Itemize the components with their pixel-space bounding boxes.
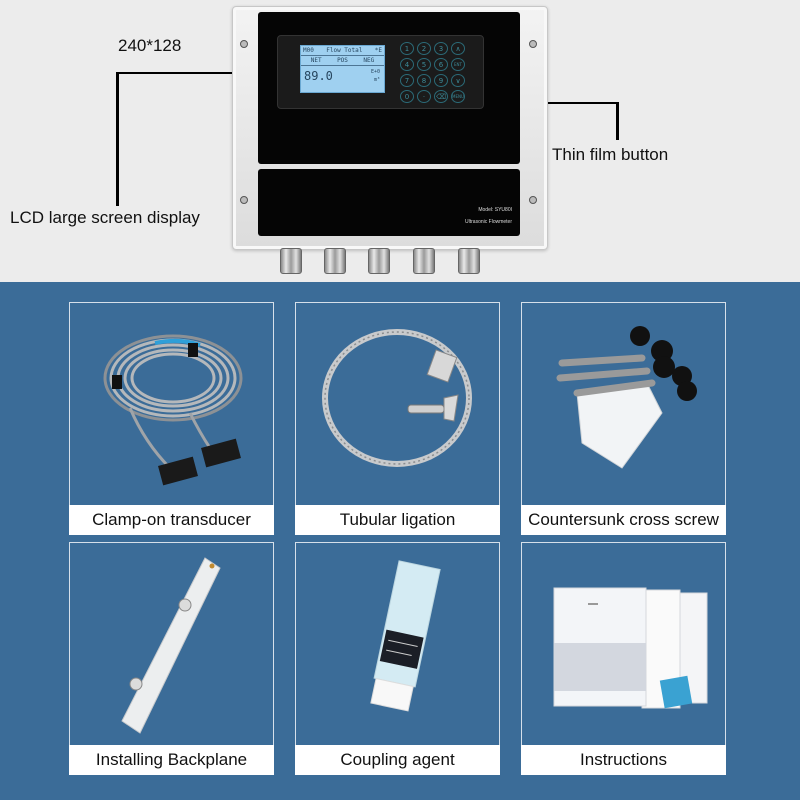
key-up[interactable]: ∧ — [451, 42, 465, 55]
accessory-card-tubular-ligation: Tubular ligation — [295, 302, 500, 535]
lcd-exponent: E+0 — [370, 69, 380, 75]
key-8[interactable]: 8 — [417, 74, 431, 87]
screw-icon — [240, 196, 248, 204]
product-hero: 240*128 LCD large screen display Thin fi… — [0, 0, 800, 282]
key-backspace[interactable]: ⌫ — [434, 90, 448, 103]
pipe-clamp-ring-icon — [322, 329, 472, 467]
key-dot[interactable]: · — [417, 90, 431, 103]
key-2[interactable]: 2 — [417, 42, 431, 55]
transducer-cable-icon — [103, 334, 243, 486]
cable-gland-icon — [368, 248, 390, 274]
cable-gland-icon — [458, 248, 480, 274]
key-1[interactable]: 1 — [400, 42, 414, 55]
accessory-card-backplane: Installing Backplane — [69, 542, 274, 775]
key-4[interactable]: 4 — [400, 58, 414, 71]
accessory-card-screws: Countersunk cross screw — [521, 302, 726, 535]
key-9[interactable]: 9 — [434, 74, 448, 87]
screw-icon — [529, 40, 537, 48]
cable-gland-icon — [280, 248, 302, 274]
callout-line-button-horizontal — [478, 102, 618, 104]
lcd-header-right: *E — [374, 47, 382, 54]
screws-anchors-icon — [556, 326, 697, 469]
lcd-display-label: LCD large screen display — [10, 208, 200, 227]
accessory-label: Coupling agent — [295, 745, 500, 775]
accessory-label: Tubular ligation — [295, 505, 500, 535]
key-3[interactable]: 3 — [434, 42, 448, 55]
lcd-header-title: Flow Total — [326, 47, 363, 54]
accessory-card-transducer: Clamp-on transducer — [69, 302, 274, 535]
accessory-card-instructions: Instructions — [521, 542, 726, 775]
screw-icon — [529, 196, 537, 204]
key-enter[interactable]: ENT — [451, 58, 465, 71]
manual-booklet-icon — [553, 587, 708, 709]
coupling-tube-icon — [370, 560, 441, 712]
callout-line-button-vertical — [616, 102, 619, 140]
callout-line-lcd-vertical — [116, 72, 119, 206]
lcd-header-left: M00 — [303, 47, 314, 54]
display-window: M00 Flow Total *E NET POS NEG 89.0 E+0 m… — [277, 35, 484, 109]
lower-panel: Model: SYU80I Ultrasonic Flowmeter — [258, 169, 520, 236]
callout-line-lcd-horizontal — [116, 72, 306, 74]
lcd-value: 89.0 — [304, 69, 333, 83]
lcd-tab-neg: NEG — [363, 57, 375, 64]
lcd-screen: M00 Flow Total *E NET POS NEG 89.0 E+0 m… — [300, 45, 385, 93]
accessory-label: Installing Backplane — [69, 745, 274, 775]
front-panel: M00 Flow Total *E NET POS NEG 89.0 E+0 m… — [258, 12, 520, 164]
key-7[interactable]: 7 — [400, 74, 414, 87]
lcd-tab-net: NET — [310, 57, 322, 64]
key-menu[interactable]: MENU — [451, 90, 465, 103]
lcd-tab-pos: POS — [337, 57, 348, 64]
keypad: 1 2 3 ∧ 4 5 6 ENT 7 8 9 ∨ 0 · ⌫ MENU — [400, 42, 465, 103]
accessory-label: Instructions — [521, 745, 726, 775]
lcd-unit: E+0 m³ — [371, 68, 380, 84]
accessory-label: Clamp-on transducer — [69, 505, 274, 535]
cable-gland-icon — [413, 248, 435, 274]
accessory-label: Countersunk cross screw — [521, 505, 726, 535]
key-6[interactable]: 6 — [434, 58, 448, 71]
key-0[interactable]: 0 — [400, 90, 414, 103]
screw-icon — [240, 40, 248, 48]
key-5[interactable]: 5 — [417, 58, 431, 71]
backplane-bar-icon — [121, 557, 221, 734]
lcd-unit-text: m³ — [373, 77, 380, 83]
product-name-text: Ultrasonic Flowmeter — [465, 219, 512, 225]
cable-gland-icon — [324, 248, 346, 274]
key-down[interactable]: ∨ — [451, 74, 465, 87]
accessory-card-coupling-agent: Coupling agent — [295, 542, 500, 775]
thin-film-button-label: Thin film button — [552, 145, 669, 164]
flowmeter-device: M00 Flow Total *E NET POS NEG 89.0 E+0 m… — [232, 6, 548, 250]
resolution-label: 240*128 — [118, 36, 182, 55]
model-text: Model: SYU80I — [478, 207, 512, 213]
